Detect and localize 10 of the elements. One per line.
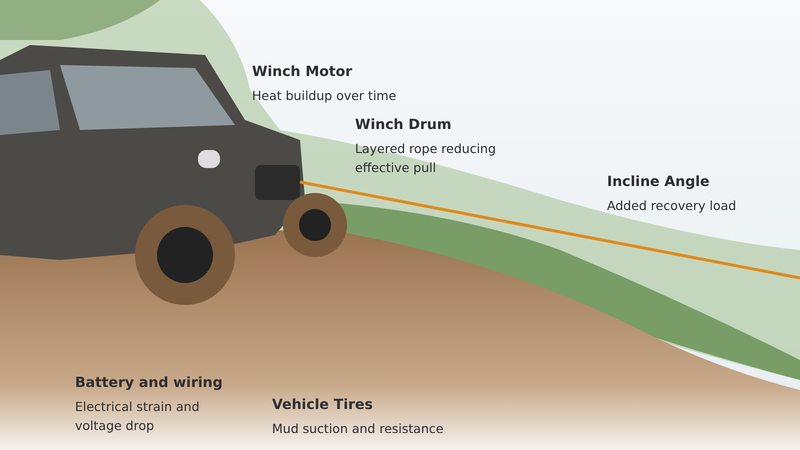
callout-description: Heat buildup over time — [252, 87, 398, 105]
callout-description: Mud suction and resistance — [272, 420, 444, 438]
callout-heading: Winch Motor — [252, 64, 354, 80]
callout-description: Layered rope reducing effective pull — [355, 140, 497, 178]
callout-heading: Incline Angle — [607, 174, 711, 190]
callout-description: Added recovery load — [607, 197, 738, 215]
callout-heading: Battery and wiring — [75, 375, 224, 391]
callout-heading: Vehicle Tires — [272, 397, 374, 413]
callout-description: Electrical strain and voltage drop — [75, 398, 201, 436]
callout-heading: Winch Drum — [355, 117, 452, 133]
